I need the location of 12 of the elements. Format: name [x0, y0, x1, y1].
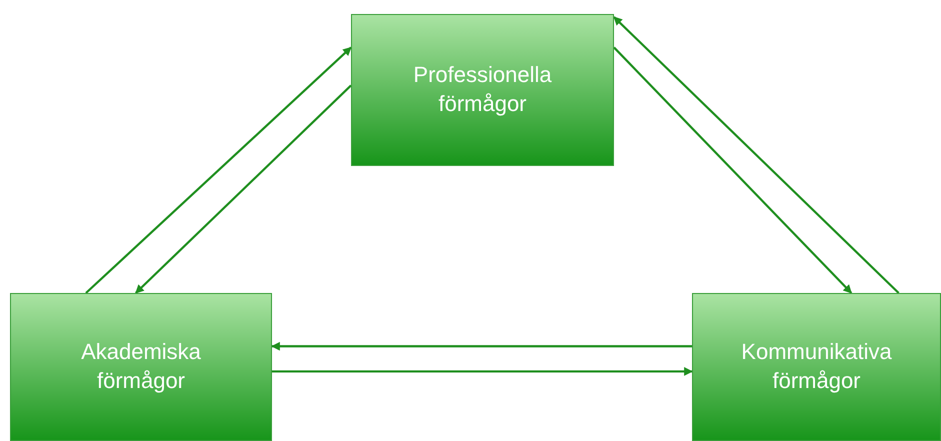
- process-box: [351, 14, 614, 166]
- arrow: [135, 84, 352, 294]
- arrow: [271, 342, 692, 351]
- box-label: Professionella förmågor: [412, 61, 553, 118]
- arrow: [613, 16, 900, 294]
- arrow: [85, 46, 352, 294]
- box-label: Akademiska förmågor: [80, 338, 202, 395]
- box-label: Kommunikativa förmågor: [740, 338, 893, 395]
- process-box: [692, 293, 941, 441]
- process-box: [10, 293, 272, 441]
- arrow: [613, 46, 852, 294]
- arrow: [272, 367, 693, 376]
